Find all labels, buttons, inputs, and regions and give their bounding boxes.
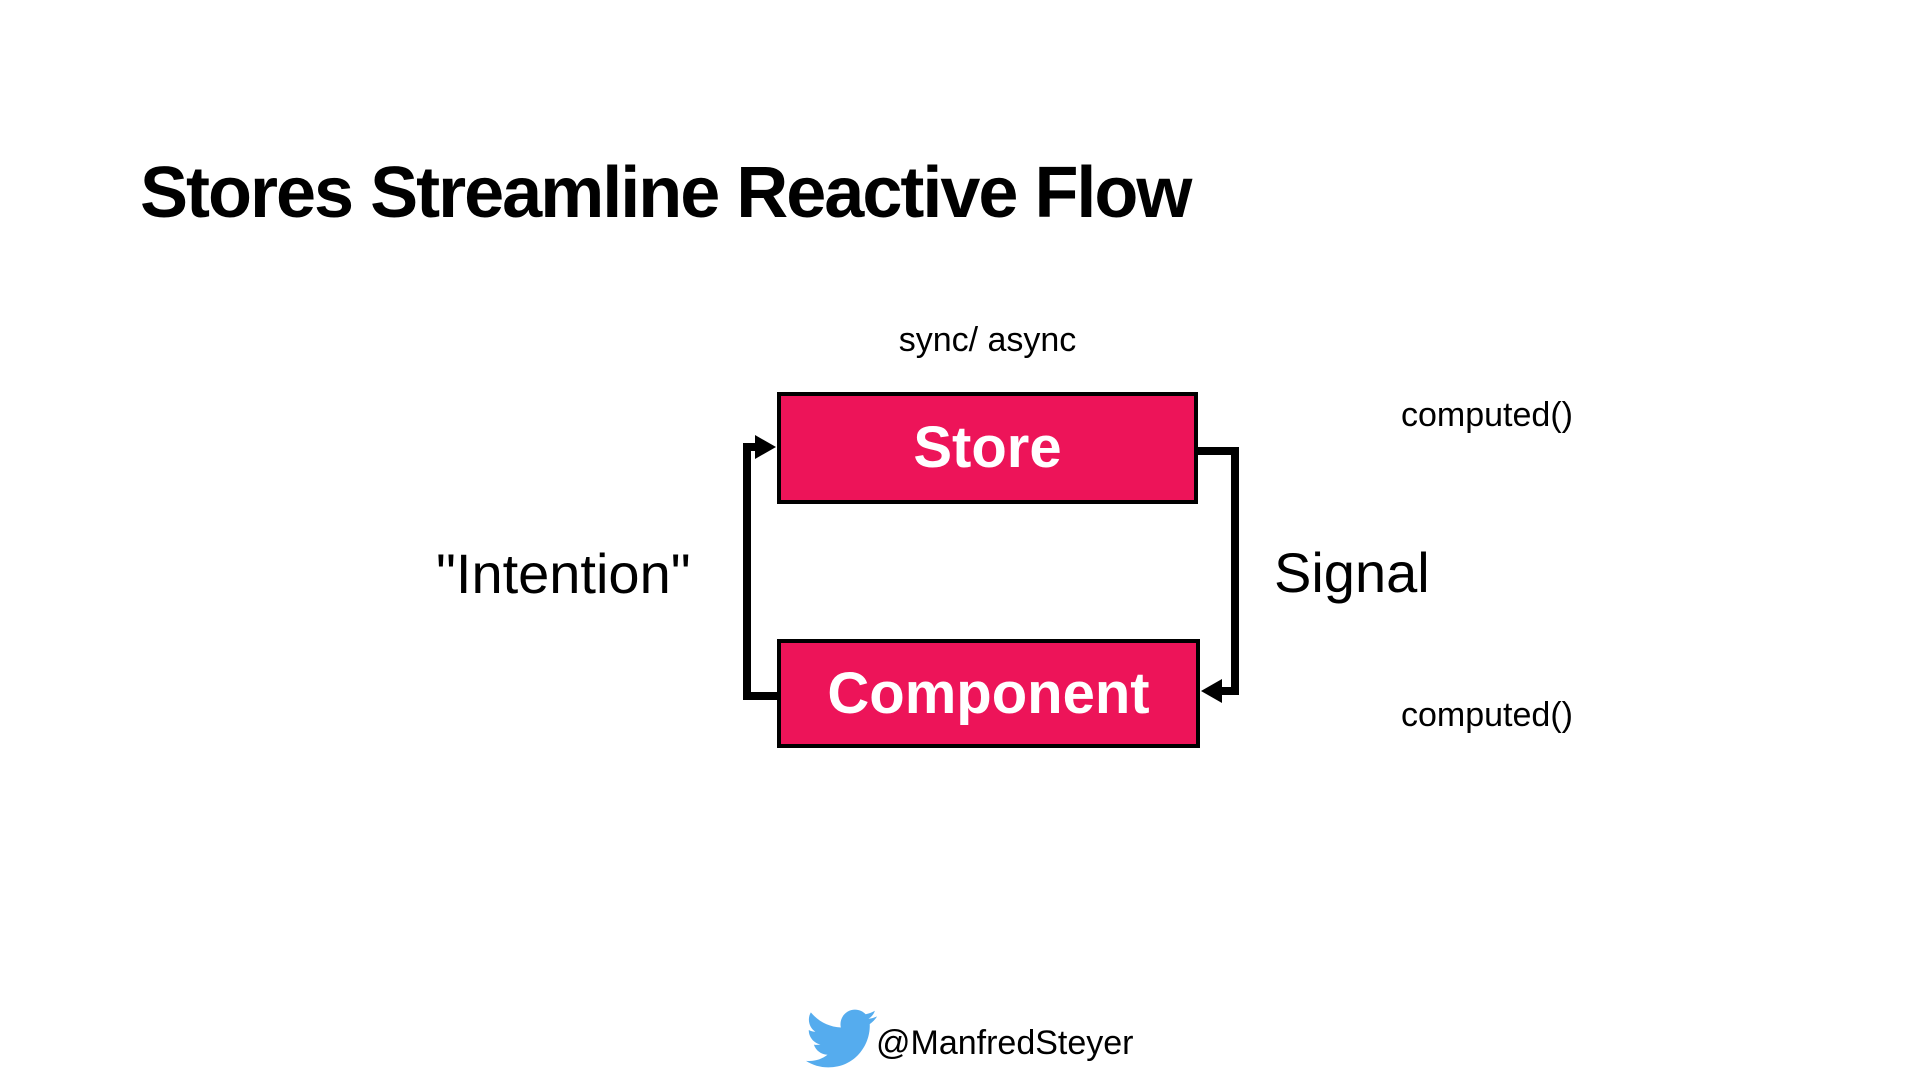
page-title: Stores Streamline Reactive Flow bbox=[140, 153, 1192, 234]
store-box: Store bbox=[777, 392, 1198, 504]
component-box: Component bbox=[777, 639, 1200, 748]
intention-arrow bbox=[743, 435, 779, 700]
signal-arrow bbox=[1196, 447, 1239, 703]
signal-label: Signal bbox=[1274, 541, 1430, 604]
store-label: Store bbox=[913, 415, 1062, 480]
computed-bottom-label: computed() bbox=[1401, 696, 1573, 734]
signal-arrowhead-icon bbox=[1201, 679, 1222, 703]
twitter-handle: @ManfredSteyer bbox=[876, 1024, 1134, 1062]
component-label: Component bbox=[827, 660, 1150, 726]
intention-arrowhead-icon bbox=[755, 435, 776, 459]
twitter-bird-icon bbox=[806, 1009, 877, 1068]
sync-async-label: sync/ async bbox=[898, 321, 1077, 359]
intention-label: "Intention" bbox=[436, 542, 691, 605]
computed-top-label: computed() bbox=[1401, 396, 1573, 434]
